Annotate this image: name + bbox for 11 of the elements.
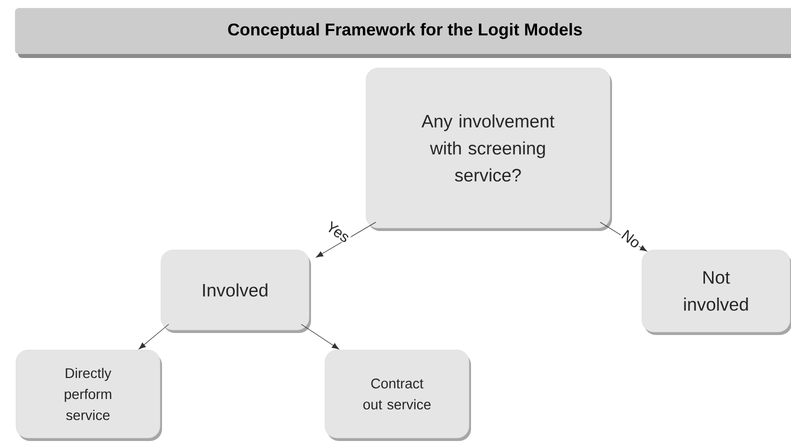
rounded-box: Any involvement with screening service? <box>366 68 612 231</box>
rounded-box: Involved <box>160 250 311 333</box>
rounded-box: Directly perform service <box>16 350 162 441</box>
arrow <box>138 324 170 350</box>
arrow <box>300 324 340 350</box>
edge-label: Yes <box>324 219 352 245</box>
title-banner: Conceptual Framework for the Logit Models <box>15 8 791 58</box>
rounded-box: Contract out service <box>324 350 471 441</box>
rounded-box: Not involved <box>642 250 791 335</box>
edge-label: No <box>618 228 644 250</box>
arrow <box>316 222 376 258</box>
